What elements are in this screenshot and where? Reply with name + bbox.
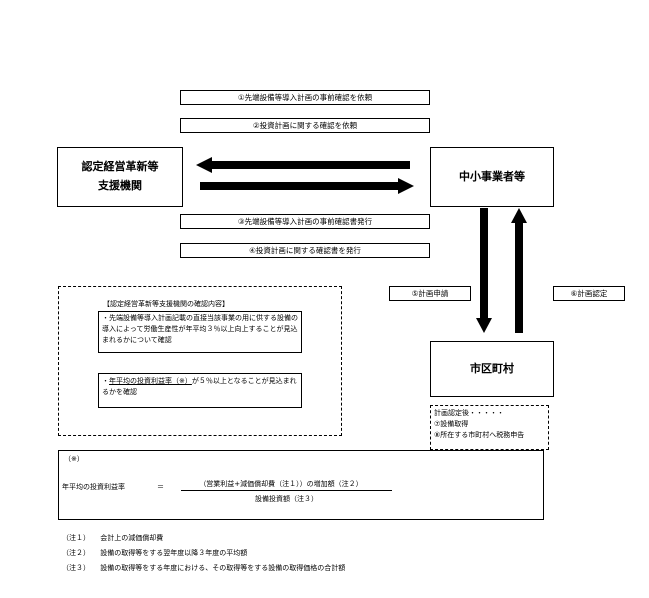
note-3-tag: （注３） xyxy=(62,564,90,572)
support-institution-line2: 支援機関 xyxy=(98,179,142,192)
confirmation-title: 【認定経営革新等支援機関の確認内容】 xyxy=(103,300,229,308)
note-1-tag: （注１） xyxy=(62,534,90,542)
note-3-text: 設備の取得等をする年度における、その取得等をする設備の取得価格の合計額 xyxy=(100,564,346,572)
step-6-box: ⑥計画認定 xyxy=(553,286,625,301)
confirmation-item-1: ・先端設備等導入計画記載の直接当該事業の用に供する設備の導入によって労働生産性が… xyxy=(98,311,302,353)
after-approval-line3: ⑧所在する市町村へ税務申告 xyxy=(434,430,525,439)
support-institution-box: 認定経営革新等 支援機関 xyxy=(57,147,183,207)
step-5-label: ⑤計画申請 xyxy=(411,289,449,298)
after-approval-line2: ⑦設備取得 xyxy=(434,419,469,428)
confirmation-item-2-prefix: ・ xyxy=(102,377,109,385)
step-1-box: ①先端設備等導入計画の事前確認を依頼 xyxy=(180,90,430,105)
step-6-label: ⑥計画認定 xyxy=(570,289,608,298)
formula-numerator: （営業利益+減価償却費（注１））の増加額（注２） xyxy=(199,480,363,488)
step-1-label: ①先端設備等導入計画の事前確認を依頼 xyxy=(237,93,373,102)
formula-fraction-line xyxy=(181,490,392,491)
sme-box: 中小事業者等 xyxy=(430,147,554,207)
note-2-text: 設備の取得等をする翌年度以降３年度の平均額 xyxy=(100,549,248,557)
confirmation-item-2-suffix: が５％以上となることが見込まれるかを確認 xyxy=(102,377,297,396)
note-2-tag: （注２） xyxy=(62,549,90,557)
step-2-box: ②投資計画に関する確認を依頼 xyxy=(180,118,430,133)
note-1-text: 会計上の減価償却費 xyxy=(100,534,164,542)
note-3: （注３） 設備の取得等をする年度における、その取得等をする設備の取得価格の合計額 xyxy=(62,563,345,573)
confirmation-item-2: ・年平均の投資利益率（※）が５％以上となることが見込まれるかを確認 xyxy=(98,373,302,408)
after-approval-box: 計画認定後・・・・・ ⑦設備取得 ⑧所在する市町村へ税務申告 xyxy=(430,405,549,450)
municipality-box: 市区町村 xyxy=(430,341,554,397)
step-4-box: ④投資計画に関する確認書を発行 xyxy=(180,243,430,258)
arrow-right-icon xyxy=(200,178,414,194)
sme-label: 中小事業者等 xyxy=(459,169,525,183)
step-5-box: ⑤計画申請 xyxy=(389,286,471,301)
confirmation-container xyxy=(58,286,342,436)
arrow-down-icon xyxy=(476,208,492,333)
formula-label: 年平均の投資利益率 xyxy=(62,483,125,491)
formula-mark: （※） xyxy=(64,455,84,463)
step-3-label: ③先端設備等導入計画の事前確認書発行 xyxy=(237,217,373,226)
note-2: （注２） 設備の取得等をする翌年度以降３年度の平均額 xyxy=(62,548,247,558)
municipality-label: 市区町村 xyxy=(470,361,514,375)
confirmation-item-1-text: ・先端設備等導入計画記載の直接当該事業の用に供する設備の導入によって労働生産性が… xyxy=(102,314,298,344)
formula-denominator: 設備投資額（注３） xyxy=(255,495,318,503)
step-2-label: ②投資計画に関する確認を依頼 xyxy=(252,121,358,130)
formula-box xyxy=(58,450,544,520)
after-approval-line1: 計画認定後・・・・・ xyxy=(434,409,504,417)
step-3-box: ③先端設備等導入計画の事前確認書発行 xyxy=(180,214,430,229)
note-1: （注１） 会計上の減価償却費 xyxy=(62,533,163,543)
confirmation-item-2-underlined: 年平均の投資利益率（※） xyxy=(109,377,192,385)
formula-equals: ＝ xyxy=(157,483,164,491)
arrow-up-icon xyxy=(511,208,527,333)
arrow-left-icon xyxy=(196,157,410,173)
support-institution-line1: 認定経営革新等 xyxy=(81,160,159,174)
step-4-label: ④投資計画に関する確認書を発行 xyxy=(249,246,361,255)
